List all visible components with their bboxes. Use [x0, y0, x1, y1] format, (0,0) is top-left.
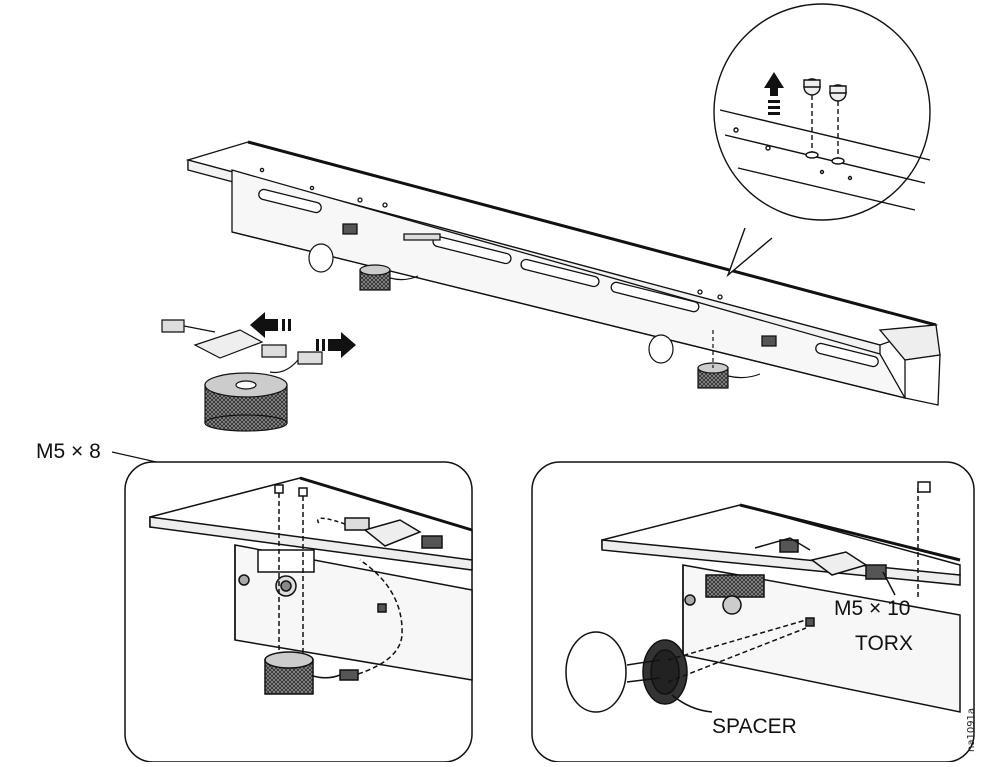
- figure-id: na1091a: [966, 707, 977, 752]
- up-arrow-icon: [764, 72, 784, 115]
- detail-panel-left: [125, 462, 472, 762]
- label-spacer: SPACER: [712, 715, 797, 738]
- magnifier-callout: [714, 4, 930, 275]
- label-m5x8: M5 × 8: [36, 440, 101, 463]
- label-m5x10: M5 × 10: [834, 597, 911, 620]
- main-rail: [188, 142, 940, 405]
- right-arrow-icon: [316, 332, 356, 358]
- cable-assembly: [162, 320, 322, 431]
- left-arrow-icon: [250, 312, 291, 338]
- detail-panel-right: [532, 462, 974, 762]
- rail-knobs: [309, 244, 760, 388]
- label-torx: TORX: [855, 632, 913, 655]
